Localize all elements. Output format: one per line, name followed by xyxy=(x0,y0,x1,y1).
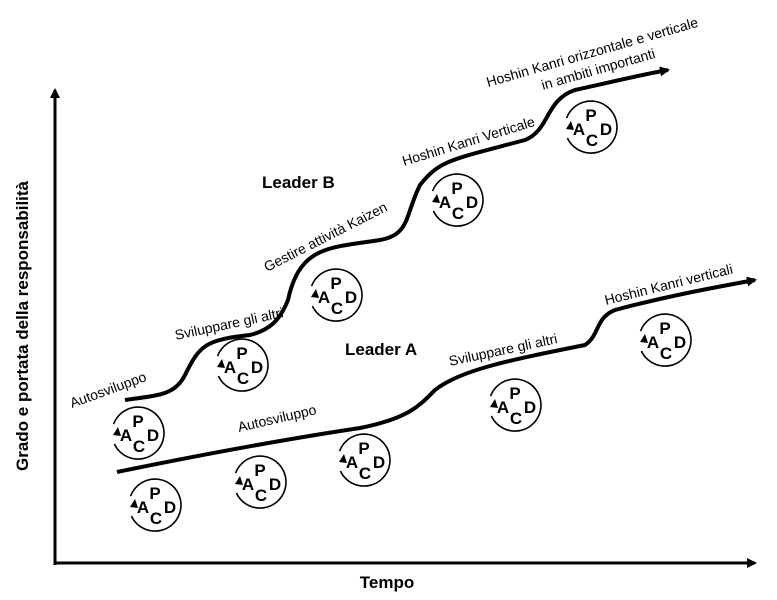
pdca-letter-a: A xyxy=(439,193,451,212)
pdca-arrow-icon xyxy=(311,289,319,298)
leader-a-curve xyxy=(116,276,757,474)
pdca-arrow-icon xyxy=(113,427,121,436)
pdca-arrow-icon xyxy=(339,454,347,463)
pdca-letter-d: D xyxy=(251,358,263,377)
pdca-letter-c: C xyxy=(331,299,343,318)
leader-b-title: Leader B xyxy=(262,173,335,192)
pdca-letter-c: C xyxy=(255,486,267,505)
pdca-cycle-ring xyxy=(639,313,692,367)
pdca-letter-p: P xyxy=(330,274,341,293)
pdca-letter-p: P xyxy=(254,461,265,480)
pdca-arrow-icon xyxy=(130,499,138,508)
pdca-letter-d: D xyxy=(466,193,478,212)
pdca-letter-a: A xyxy=(242,475,254,494)
pdca-letter-d: D xyxy=(524,398,536,417)
pdca-letter-p: P xyxy=(132,412,143,431)
pdca-cycle-ring xyxy=(129,478,182,532)
label-b-autosviluppo: Autosviluppo xyxy=(68,368,149,411)
pdca-letter-c: C xyxy=(510,409,522,428)
pdca-letter-d: D xyxy=(674,333,686,352)
pdca-letter-p: P xyxy=(659,319,670,338)
leader-b-curve xyxy=(124,66,670,402)
pdca-letter-d: D xyxy=(345,288,357,307)
pdca-letter-p: P xyxy=(149,484,160,503)
pdca-arrow-icon xyxy=(217,359,225,368)
pdca-arrow-icon xyxy=(235,476,243,485)
pdca-letter-c: C xyxy=(237,369,249,388)
pdca-cycle-ring xyxy=(112,406,165,460)
leader-a-title: Leader A xyxy=(345,340,417,359)
pdca-letter-p: P xyxy=(358,439,369,458)
pdca-letter-a: A xyxy=(573,120,585,139)
label-a-hoshin-verticali: Hoshin Kanri verticali xyxy=(603,261,734,308)
pdca-letter-d: D xyxy=(147,426,159,445)
pdca-letter-c: C xyxy=(452,204,464,223)
pdca-cycle-ring xyxy=(565,100,618,154)
pdca-letter-p: P xyxy=(236,344,247,363)
pdca-cycle-ring xyxy=(338,433,391,487)
y-axis-title: Grado e portata della responsabilità xyxy=(13,180,32,471)
pdca-arrow-icon xyxy=(640,334,648,343)
pdca-letter-a: A xyxy=(497,398,509,417)
pdca-letter-d: D xyxy=(269,475,281,494)
pdca-arrow-icon xyxy=(432,194,440,203)
pdca-cycle-ring xyxy=(310,268,363,322)
pdca-letter-p: P xyxy=(451,179,462,198)
pdca-letter-c: C xyxy=(660,344,672,363)
pdca-letter-p: P xyxy=(585,106,596,125)
pdca-letter-d: D xyxy=(600,120,612,139)
label-a-autosviluppo: Autosviluppo xyxy=(236,401,318,435)
pdca-cycle-ring xyxy=(489,378,542,432)
pdca-letter-a: A xyxy=(346,453,358,472)
pdca-letter-p: P xyxy=(509,384,520,403)
axes xyxy=(50,88,757,568)
pdca-cycle-ring xyxy=(216,338,269,392)
pdca-letter-a: A xyxy=(224,358,236,377)
pdca-letter-c: C xyxy=(133,437,145,456)
pdca-letter-d: D xyxy=(373,453,385,472)
label-b-kaizen: Gestire attività Kaizen xyxy=(261,199,390,275)
pdca-arrow-icon xyxy=(566,121,574,130)
pdca-letter-d: D xyxy=(164,498,176,517)
pdca-letter-a: A xyxy=(647,333,659,352)
pdca-cycle-ring xyxy=(431,173,484,227)
pdca-letter-c: C xyxy=(150,509,162,528)
pdca-letter-a: A xyxy=(120,426,132,445)
pdca-letter-c: C xyxy=(359,464,371,483)
x-axis-title: Tempo xyxy=(360,573,414,592)
pdca-letter-a: A xyxy=(318,288,330,307)
pdca-cycle-ring xyxy=(234,455,287,509)
pdca-letter-c: C xyxy=(586,131,598,150)
pdca-arrow-icon xyxy=(490,399,498,408)
pdca-letter-a: A xyxy=(137,498,149,517)
